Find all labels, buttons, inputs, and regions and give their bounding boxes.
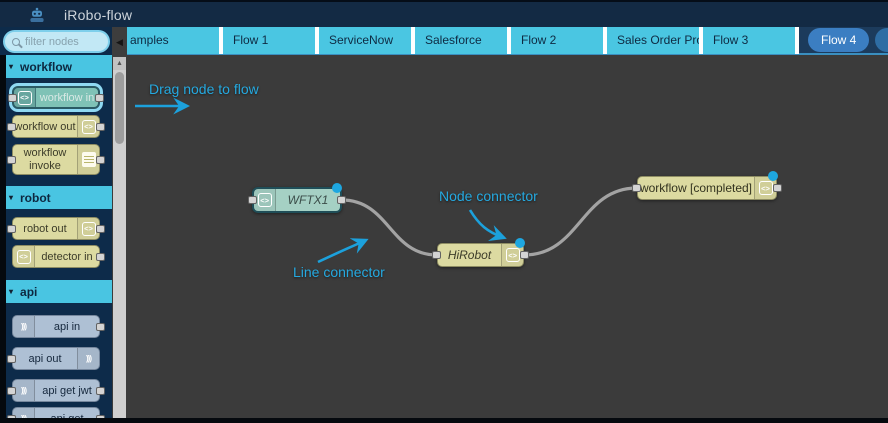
tab-examples[interactable]: amples xyxy=(127,26,219,54)
palette-node-label: api in xyxy=(53,320,81,333)
output-port xyxy=(96,155,105,164)
palette-node-workflow-invoke[interactable]: workflow invoke xyxy=(7,144,105,175)
palette-category-api[interactable]: ▾ api xyxy=(0,280,112,303)
signal-icon: ))) xyxy=(13,316,35,337)
input-port[interactable] xyxy=(432,251,441,259)
scrollbar-thumb[interactable] xyxy=(115,72,124,144)
code-icon: <> xyxy=(501,244,523,266)
palette-scrollbar-column: ◀ ▲ xyxy=(112,27,127,423)
palette-node-detector-in[interactable]: <> detector in xyxy=(12,245,105,268)
robot-logo-icon xyxy=(28,7,46,23)
input-port xyxy=(7,155,16,164)
palette-node-label: api out xyxy=(28,352,62,365)
search-box[interactable] xyxy=(3,30,110,53)
palette-node-api-in[interactable]: ))) api in xyxy=(12,315,105,338)
input-port xyxy=(7,386,16,395)
annotation-drag-node-to-flow: Drag node to flow xyxy=(149,81,259,97)
flow-tabbar: amples Flow 1 ServiceNow Salesforce Flow… xyxy=(127,26,888,55)
tab-flow-3[interactable]: Flow 3 xyxy=(703,26,795,54)
palette-node-robot-out[interactable]: robot out <> xyxy=(7,217,105,240)
palette-node-label: workflow out xyxy=(14,120,76,133)
palette-scrollbar[interactable]: ▲ xyxy=(113,57,126,423)
palette-node-label: workflow in xyxy=(39,91,95,104)
line-connector-annotation-arrow xyxy=(317,238,369,264)
tab-partial-overflow[interactable] xyxy=(875,28,888,52)
category-label: workflow xyxy=(20,59,73,74)
palette-category-workflow[interactable]: ▾ workflow xyxy=(0,55,112,78)
output-port xyxy=(96,122,105,131)
palette-node-workflow-in[interactable]: <> workflow in xyxy=(8,86,104,109)
input-port[interactable] xyxy=(632,184,641,192)
filter-nodes-input[interactable] xyxy=(25,35,101,48)
node-connector-dot[interactable] xyxy=(515,238,525,248)
input-port xyxy=(8,93,17,102)
app-header: iRobo-flow xyxy=(0,0,888,27)
tab-flow-2[interactable]: Flow 2 xyxy=(511,26,603,54)
scroll-up-icon[interactable]: ▲ xyxy=(113,57,126,70)
tab-flow-4-active[interactable]: Flow 4 xyxy=(808,28,870,52)
category-label: robot xyxy=(20,190,51,205)
input-port[interactable] xyxy=(248,196,257,204)
palette-node-label: workflow invoke xyxy=(23,146,67,172)
output-port xyxy=(95,93,104,102)
palette-node-api-get-jwt[interactable]: ))) api get jwt xyxy=(7,379,105,402)
palette-node-label: robot out xyxy=(23,222,67,235)
code-icon: <> xyxy=(77,218,99,239)
chevron-down-icon: ▾ xyxy=(9,193,14,202)
collapse-palette-button[interactable]: ◀ xyxy=(112,27,127,57)
output-port xyxy=(96,224,105,233)
wire-wftx1-to-hirobot[interactable] xyxy=(340,198,439,257)
input-port xyxy=(7,354,16,363)
annotation-node-connector: Node connector xyxy=(439,188,538,204)
wires-layer xyxy=(135,97,639,264)
canvas-node-wftx1[interactable]: <> WFTX1 xyxy=(248,183,346,213)
window-border-left xyxy=(0,55,6,423)
tab-sales-order-process[interactable]: Sales Order Process xyxy=(607,26,699,54)
chevron-down-icon: ▾ xyxy=(9,62,14,71)
canvas-node-workflow-completed[interactable]: workflow [completed] <> xyxy=(632,171,782,200)
signal-icon: ))) xyxy=(77,348,99,369)
palette-node-label: detector in xyxy=(41,250,93,263)
node-palette-sidebar: ▾ workflow <> workflow in workflow out <… xyxy=(0,27,112,423)
palette-node-api-out[interactable]: api out ))) xyxy=(7,347,100,370)
window-border-bottom xyxy=(0,418,888,423)
code-icon: <> xyxy=(13,246,35,267)
node-connector-dot[interactable] xyxy=(768,171,778,181)
node-label: workflow [completed] xyxy=(639,181,753,195)
signal-icon: ))) xyxy=(13,380,35,401)
tabstrip: amples Flow 1 ServiceNow Salesforce Flow… xyxy=(127,26,799,54)
search-icon xyxy=(12,37,20,46)
input-port xyxy=(7,224,16,233)
output-port[interactable] xyxy=(520,251,529,259)
wire-hirobot-to-completed[interactable] xyxy=(522,186,639,257)
code-icon: <> xyxy=(77,116,99,137)
output-port xyxy=(96,252,105,261)
node-label: WFTX1 xyxy=(287,193,329,207)
output-port xyxy=(96,322,105,331)
code-icon: <> xyxy=(14,88,36,107)
palette-node-workflow-out[interactable]: workflow out <> xyxy=(7,115,105,138)
output-port xyxy=(96,386,105,395)
tab-flow-1[interactable]: Flow 1 xyxy=(223,26,315,54)
output-port[interactable] xyxy=(773,184,782,192)
tab-servicenow[interactable]: ServiceNow xyxy=(319,26,411,54)
canvas-node-hirobot[interactable]: HiRobot <> xyxy=(432,238,529,267)
output-port[interactable] xyxy=(337,196,346,204)
template-icon xyxy=(77,145,99,174)
palette-node-label: api get xyxy=(35,413,99,423)
flow-canvas[interactable]: <> WFTX1 HiRobot <> workflow [completed]… xyxy=(127,57,888,423)
code-icon: <> xyxy=(754,177,776,199)
tab-salesforce[interactable]: Salesforce xyxy=(415,26,507,54)
annotation-line-connector: Line connector xyxy=(293,264,385,280)
chevron-down-icon: ▾ xyxy=(9,287,14,296)
app-title: iRobo-flow xyxy=(64,6,133,23)
palette-category-robot[interactable]: ▾ robot xyxy=(0,186,112,209)
input-port xyxy=(7,122,16,131)
node-label: HiRobot xyxy=(447,248,492,262)
category-label: api xyxy=(20,284,38,299)
code-icon: <> xyxy=(254,189,276,211)
palette-node-label: api get jwt xyxy=(42,384,92,397)
node-connector-dot[interactable] xyxy=(332,183,342,193)
node-connector-annotation-arrow xyxy=(468,209,507,241)
